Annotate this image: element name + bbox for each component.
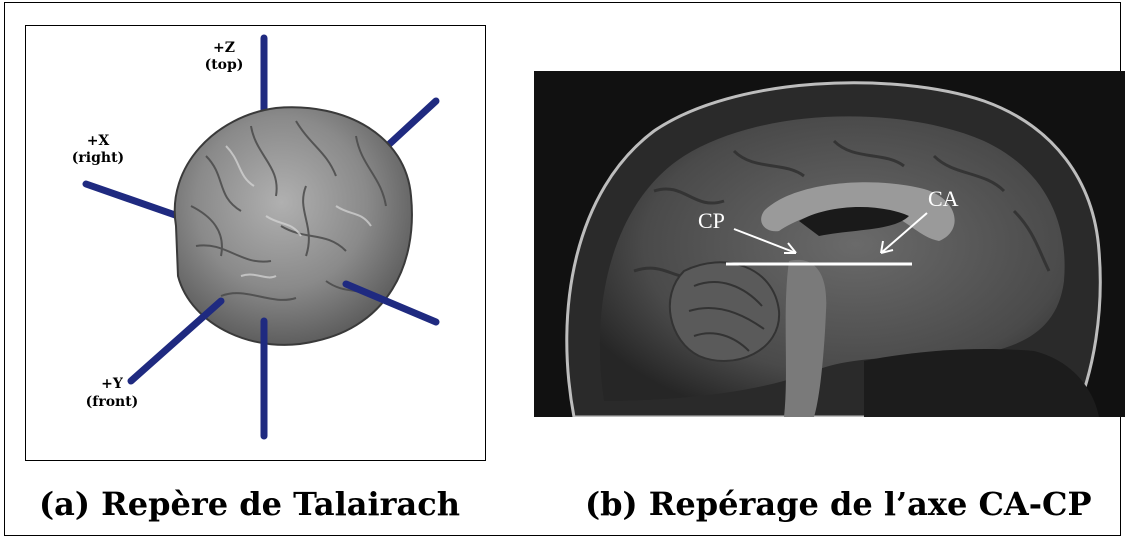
figure-frame: +Z (top) +X (right) +Y (front): [4, 2, 1125, 536]
y-axis-label: +Y: [101, 376, 124, 392]
cp-arrow: [733, 228, 797, 254]
annotation-arrows: [733, 212, 928, 254]
y-axis-front: [127, 297, 225, 385]
talairach-panel: +Z (top) +X (right) +Y (front): [25, 25, 486, 461]
caption-ca-cp: (b) Repérage de l’axe CA-CP: [585, 485, 1092, 523]
ca-label: CA: [928, 186, 959, 211]
talairach-diagram: +Z (top) +X (right) +Y (front): [72, 34, 440, 440]
x-axis-note: (right): [72, 150, 124, 166]
mri-panel: CP CA: [534, 71, 1125, 417]
ca-arrow: [880, 212, 928, 254]
caption-talairach: (a) Repère de Talairach: [39, 485, 460, 523]
z-axis-note: (top): [205, 57, 244, 73]
z-axis-label: +Z: [213, 40, 235, 56]
x-axis-label: +X: [87, 133, 110, 149]
y-axis-note: (front): [86, 394, 139, 410]
cp-label: CP: [698, 208, 725, 233]
y-axis-back: [342, 280, 440, 326]
mri-sagittal-image: CP CA: [534, 71, 1125, 417]
axes-front: [127, 280, 440, 440]
